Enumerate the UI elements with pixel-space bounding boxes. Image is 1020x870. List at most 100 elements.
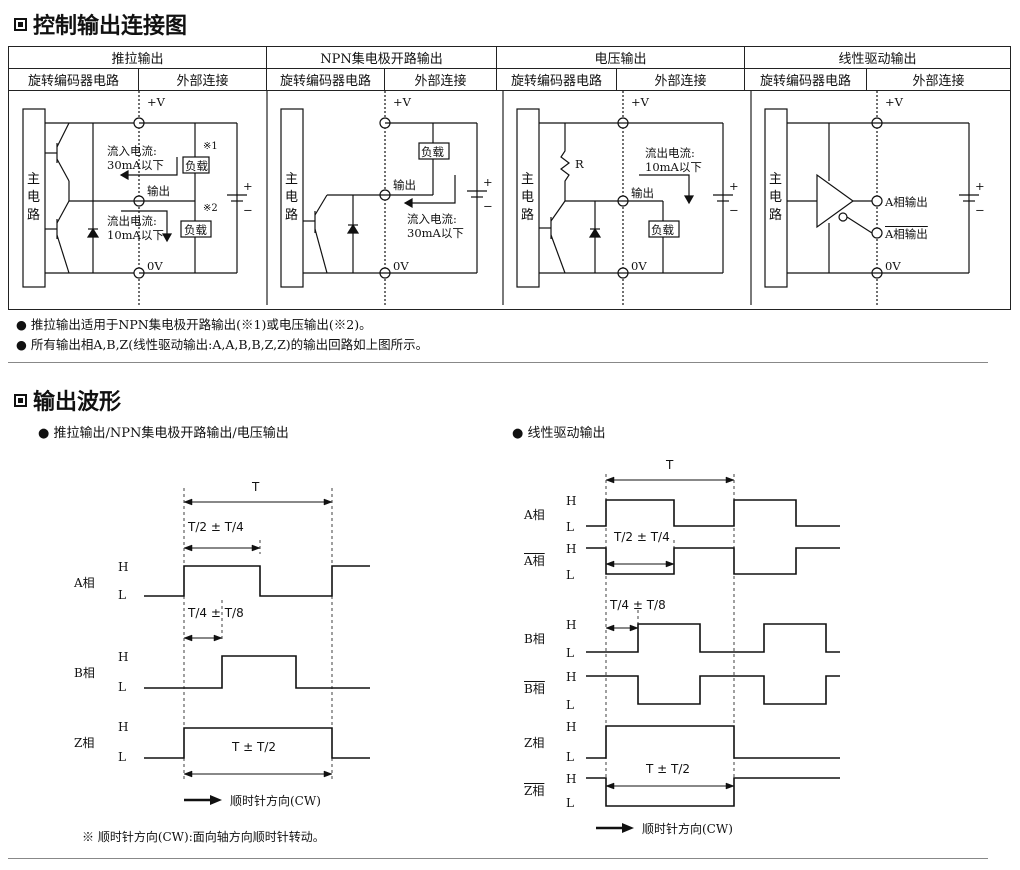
high-label: H: [566, 494, 577, 508]
phase-b-label: B相: [524, 632, 545, 646]
phase-a-label: A相: [74, 576, 95, 590]
low-label: L: [566, 796, 574, 810]
low-label: L: [566, 646, 574, 660]
low-label: L: [118, 750, 126, 764]
direction-label: 顺时针方向(CW): [230, 794, 321, 808]
circuit-diagrams: [22, 91, 979, 305]
waveform-left-labels: T T/2 ± T/4 T/4 ± T/8 H L A相 H L B相 H L …: [60, 470, 390, 830]
phase-zbar-label: Z相: [524, 784, 545, 798]
phase-abar-label: A相: [524, 554, 545, 568]
subheader-external-connection: 外部连接: [137, 68, 268, 91]
section-title-waveform: 输出波形: [14, 384, 121, 416]
output-label: 输出: [393, 178, 416, 192]
low-label: L: [118, 588, 126, 602]
period-label: T: [252, 480, 260, 494]
circuit-labels: +V 0V 输出 流入电流: 30mA以下 流出电流: 10mA以下 负载 负载…: [27, 95, 985, 273]
phase-a-label: A相: [524, 508, 545, 522]
z-width-label: T ± T/2: [646, 762, 691, 776]
phase-z-label: Z相: [74, 736, 95, 750]
vplus-label: +V: [393, 95, 411, 109]
high-label: H: [118, 560, 129, 574]
line-driver-circuit: [764, 108, 979, 288]
load-label: 负载: [184, 223, 207, 237]
section-title-control-output: 控制输出连接图: [14, 8, 187, 40]
outflow-label: 流出电流:: [107, 214, 157, 228]
control-output-table: 推拉输出 NPN集电极开路输出 电压输出 线性驱动输出 旋转编码器电路 外部连接…: [7, 46, 1012, 310]
high-label: H: [566, 772, 577, 786]
high-label: H: [118, 650, 129, 664]
divider: [8, 858, 988, 859]
phase-b-label: B相: [74, 666, 95, 680]
low-label: L: [118, 680, 126, 694]
low-label: L: [566, 568, 574, 582]
a-output-label: A相输出: [885, 195, 928, 209]
phase-bbar-label: B相: [524, 682, 545, 696]
half-period-label: T/2 ± T/4: [614, 530, 670, 544]
direction-label: 顺时针方向(CW): [642, 822, 733, 836]
zero-v-label: 0V: [393, 259, 409, 273]
low-label: L: [566, 520, 574, 534]
square-bullet-icon: [14, 393, 27, 407]
header-line-driver: 线性驱动输出: [744, 46, 1012, 69]
subheader-external-connection: 外部连接: [866, 68, 1012, 91]
inflow-label: 流入电流:: [107, 144, 157, 158]
waveform-right-subtitle: ● 线性驱动输出: [512, 426, 606, 441]
waveform-left: [144, 488, 370, 805]
vplus-label: +V: [147, 95, 165, 109]
section-title-text: 控制输出连接图: [33, 14, 188, 39]
subheader-external-connection: 外部连接: [384, 68, 498, 91]
load-label: 负载: [651, 223, 674, 237]
npn-open-collector-circuit: [280, 108, 487, 288]
subheader-encoder-circuit: 旋转编码器电路: [744, 68, 868, 91]
header-voltage-output: 电压输出: [496, 46, 746, 69]
main-circuit-label: 主电路: [769, 172, 783, 223]
outflow-label: 流出电流:: [645, 146, 695, 160]
inflow-value: 30mA以下: [407, 226, 464, 240]
load-label: 负载: [421, 145, 444, 159]
inflow-value: 30mA以下: [107, 158, 164, 172]
subheader-external-connection: 外部连接: [616, 68, 746, 91]
outflow-value: 10mA以下: [645, 160, 702, 174]
zero-v-label: 0V: [631, 259, 647, 273]
zero-v-label: 0V: [147, 259, 163, 273]
square-bullet-icon: [14, 17, 27, 31]
main-circuit-label: 主电路: [27, 172, 41, 223]
high-label: H: [118, 720, 129, 734]
voltage-output-circuit: [516, 108, 733, 288]
low-label: L: [566, 698, 574, 712]
mark2-label: ※2: [203, 203, 218, 214]
mark1-label: ※1: [203, 141, 218, 152]
output-label: 输出: [147, 184, 170, 198]
note-1: ● 推拉输出适用于NPN集电极开路输出(※1)或电压输出(※2)。: [16, 317, 372, 332]
resistor-label: R: [575, 157, 584, 171]
high-label: H: [566, 542, 577, 556]
quarter-period-label: T/4 ± T/8: [610, 598, 666, 612]
outflow-value: 10mA以下: [107, 228, 164, 242]
inflow-label: 流入电流:: [407, 212, 457, 226]
zero-v-label: 0V: [885, 259, 901, 273]
period-label: T: [666, 458, 674, 472]
header-npn-open-collector: NPN集电极开路输出: [266, 46, 498, 69]
waveform-footnote: ※ 顺时针方向(CW):面向轴方向顺时针转动。: [82, 830, 325, 844]
section-title-text: 输出波形: [33, 390, 122, 415]
header-push-pull: 推拉输出: [7, 46, 268, 69]
subheader-encoder-circuit: 旋转编码器电路: [8, 68, 139, 91]
subheader-encoder-circuit: 旋转编码器电路: [266, 68, 386, 91]
high-label: H: [566, 618, 577, 632]
high-label: H: [566, 720, 577, 734]
waveform-right: [586, 474, 840, 833]
low-label: L: [566, 750, 574, 764]
waveform-left-subtitle: ● 推拉输出/NPN集电极开路输出/电压输出: [38, 426, 289, 441]
half-period-label: T/2 ± T/4: [188, 520, 244, 534]
vplus-label: +V: [631, 95, 649, 109]
output-label: 输出: [631, 186, 654, 200]
subheader-encoder-circuit: 旋转编码器电路: [496, 68, 618, 91]
main-circuit-label: 主电路: [285, 172, 299, 223]
vplus-label: +V: [885, 95, 903, 109]
high-label: H: [566, 670, 577, 684]
main-circuit-label: 主电路: [521, 172, 535, 223]
z-width-label: T ± T/2: [232, 740, 277, 754]
phase-z-label: Z相: [524, 736, 545, 750]
load-label: 负载: [185, 159, 208, 173]
push-pull-circuit: [22, 108, 247, 288]
